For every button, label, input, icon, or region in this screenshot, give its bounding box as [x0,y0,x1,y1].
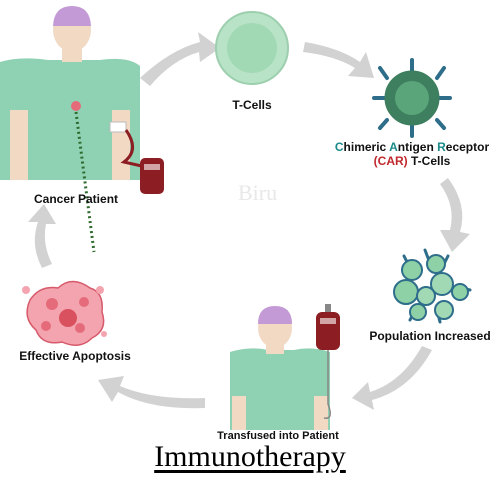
transfused-label: Transfused into Patient [217,430,339,442]
cancer-patient-label: Cancer Patient [33,192,119,206]
car-word-himeric: himeric [343,140,390,154]
apoptosis-cells-icon [22,280,107,346]
car-label-line2: (CAR) T-Cells [335,154,489,168]
car-letter-r: R [437,140,446,154]
car-t-cells-label: Chimeric Antigen Receptor (CAR) T-Cells [335,140,489,168]
car-label-line1: Chimeric Antigen Receptor [335,140,489,154]
arrow-apoptosis-to-patient [28,204,56,268]
arrow-transfused-to-apoptosis [98,376,205,409]
effective-apoptosis-label: Effective Apoptosis [19,349,131,363]
arrow-car-to-population [440,178,470,252]
car-letter-a: A [389,140,398,154]
cycle-arrows [28,32,470,410]
arrow-patient-to-tcells [140,32,220,86]
car-word-eceptor: eceptor [445,140,490,154]
car-t-cell-icon [372,58,452,138]
car-t-cells-suffix: T-Cells [407,154,451,168]
t-cells-label: T-Cells [232,98,272,112]
population-increased-label: Population Increased [369,329,491,343]
arrow-population-to-transfused [352,346,432,410]
t-cell-icon [215,11,289,85]
transfused-patient-figure [230,304,340,430]
cancer-patient-figure [0,6,164,253]
car-abbrev: (CAR) [373,154,408,168]
car-letter-c: C [334,140,344,154]
population-cells-icon [393,248,472,324]
car-word-ntigen: ntigen [397,140,438,154]
arrow-tcells-to-car [303,42,374,78]
watermark-text: Biru [238,180,278,205]
diagram-title: Immunotherapy [154,440,346,473]
